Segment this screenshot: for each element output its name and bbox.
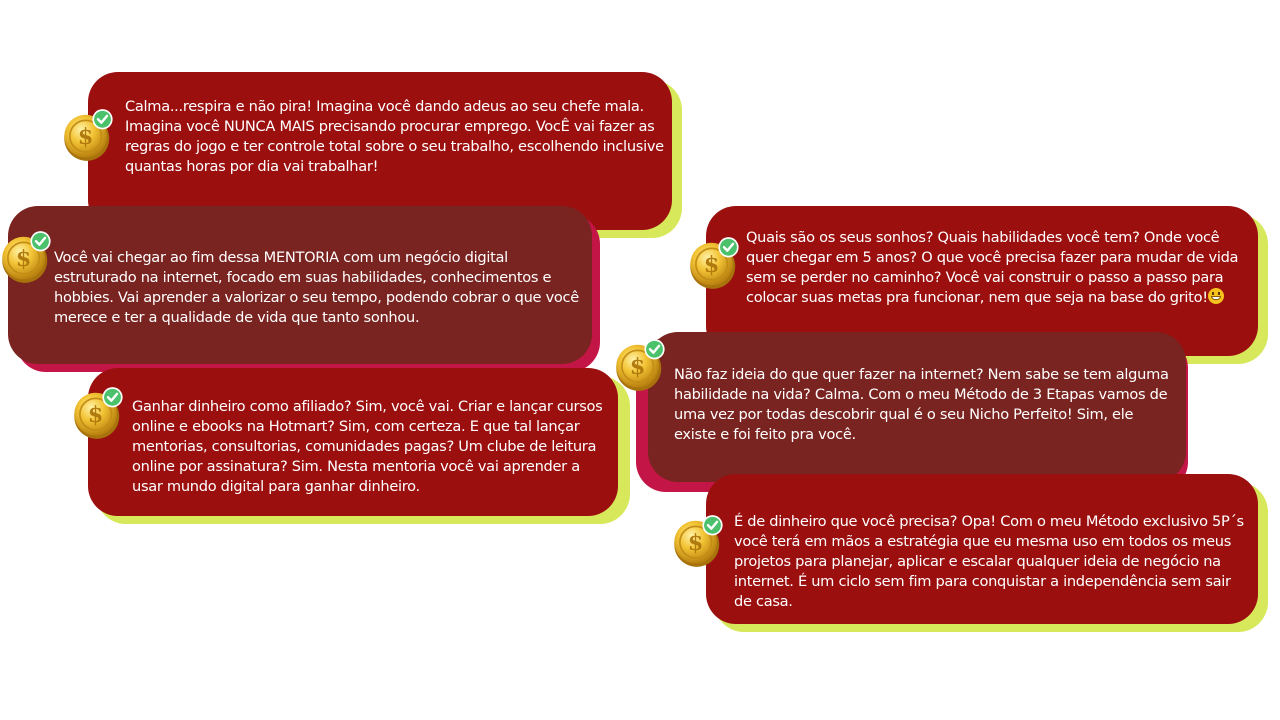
card-background (706, 474, 1258, 624)
card-text: Calma...respira e não pira! Imagina você… (125, 98, 664, 175)
card-text: É de dinheiro que você precisa? Opa! Com… (734, 513, 1244, 610)
dollar-coin-icon (0, 230, 54, 284)
feature-card-6: É de dinheiro que você precisa? Opa! Com… (706, 474, 1268, 632)
dollar-coin-icon (62, 108, 116, 162)
feature-card-5: Não faz ideia do que quer fazer na inter… (636, 332, 1190, 492)
feature-card-3: Ganhar dinheiro como afiliado? Sim, você… (88, 368, 630, 524)
card-background (88, 72, 672, 230)
feature-card-2: Você vai chegar ao fim dessa MENTORIA co… (8, 206, 600, 372)
feature-card-1: Calma...respira e não pira! Imagina você… (88, 72, 682, 238)
dollar-coin-icon (688, 236, 742, 290)
card-background (8, 206, 592, 364)
card-text: Não faz ideia do que quer fazer na inter… (674, 366, 1169, 443)
card-text-body: Quais são os seus sonhos? Quais habilida… (746, 229, 1239, 306)
dollar-coin-icon (72, 386, 126, 440)
card-text: Ganhar dinheiro como afiliado? Sim, você… (132, 398, 603, 495)
card-background (648, 332, 1186, 482)
card-background (88, 368, 618, 516)
card-background (706, 206, 1258, 356)
grinning-face-emoji-icon (1207, 288, 1224, 304)
dollar-coin-icon (672, 514, 726, 568)
card-text: Você vai chegar ao fim dessa MENTORIA co… (54, 249, 579, 326)
dollar-coin-icon (614, 338, 668, 392)
card-text: Quais são os seus sonhos? Quais habilida… (746, 228, 1246, 308)
